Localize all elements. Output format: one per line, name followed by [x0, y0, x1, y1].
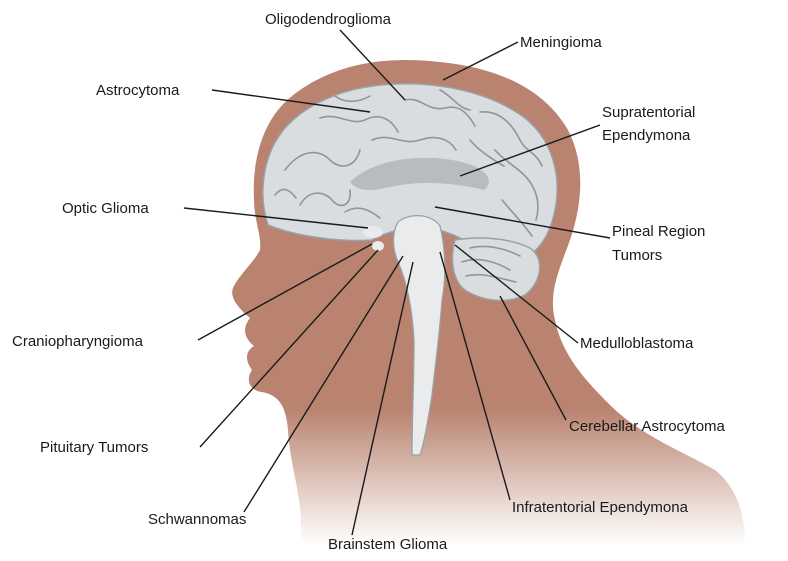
label-schwannomas: Schwannomas	[148, 511, 246, 528]
label-oligodendroglioma: Oligodendroglioma	[265, 11, 392, 28]
pituitary-gland	[372, 241, 384, 251]
label-cerebellar-astrocytoma: Cerebellar Astrocytoma	[569, 418, 726, 435]
label-pituitary-tumors: Pituitary Tumors	[40, 439, 148, 456]
label-pineal-line1: Pineal Region	[612, 223, 705, 240]
label-medulloblastoma: Medulloblastoma	[580, 335, 694, 352]
label-pineal-line2: Tumors	[612, 247, 662, 264]
label-supratentorial-line2: Ependymona	[602, 127, 691, 144]
label-optic-glioma: Optic Glioma	[62, 200, 149, 217]
label-infratentorial-ependymona: Infratentorial Ependymona	[512, 499, 689, 516]
label-supratentorial-line1: Supratentorial	[602, 104, 695, 121]
label-meningioma: Meningioma	[520, 34, 602, 51]
label-astrocytoma: Astrocytoma	[96, 82, 180, 99]
label-craniopharyngioma: Craniopharyngioma	[12, 333, 144, 350]
label-brainstem-glioma: Brainstem Glioma	[328, 536, 448, 553]
